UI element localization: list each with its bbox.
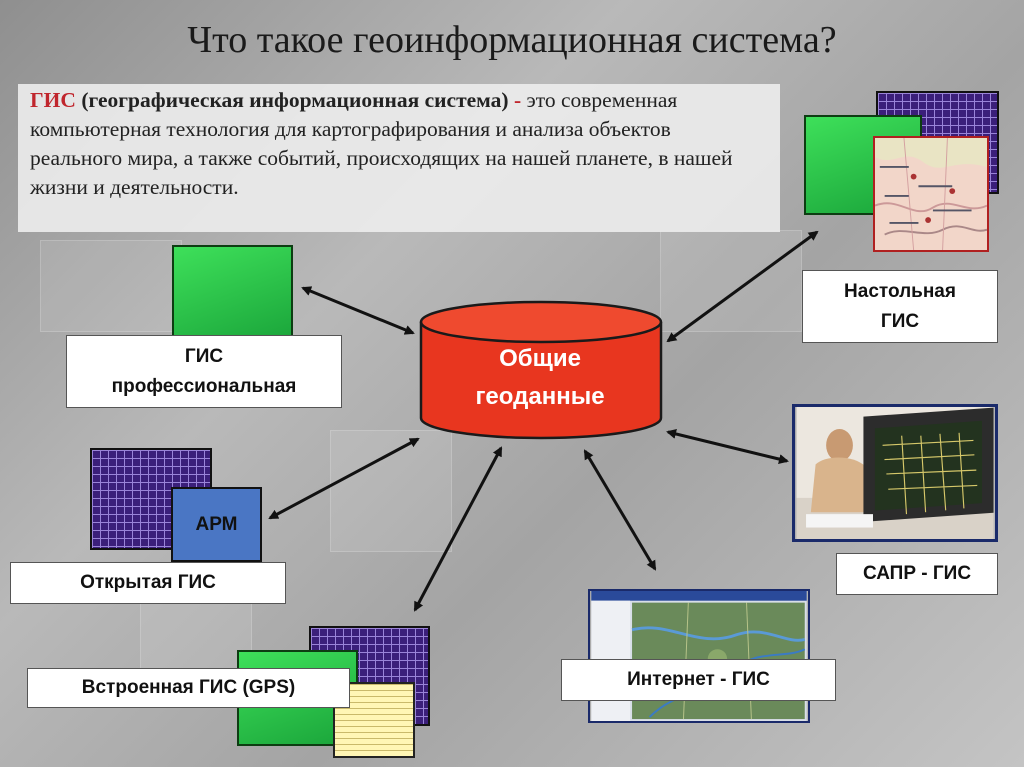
node-cad-gis: САПР - ГИС [836, 553, 998, 595]
definition-box: ГИС (географическая информационная систе… [18, 84, 780, 232]
node-cad-label: САПР - ГИС [862, 563, 972, 584]
node-desktop-gis: Настольная ГИС [802, 270, 998, 343]
arrow-embedded [413, 446, 503, 612]
node-embedded-label: Встроенная ГИС (GPS) [81, 677, 296, 698]
database-cylinder [419, 300, 663, 440]
arm-box: АРМ [171, 487, 262, 562]
node-open-gis: Открытая ГИС [10, 562, 286, 604]
map-image [873, 136, 989, 252]
arrow-internet [583, 449, 657, 571]
definition-dash: - [508, 88, 527, 112]
internet-screenshot [588, 589, 810, 723]
background-shape [40, 240, 182, 332]
node-professional-gis: ГИС профессиональная [66, 335, 342, 408]
arrow-desktop [666, 230, 819, 343]
green-square [172, 245, 293, 345]
arm-label: АРМ [195, 513, 238, 535]
arrow-professional [301, 286, 415, 335]
node-open-label: Открытая ГИС [80, 572, 216, 593]
center-label-line2: геоданные [475, 383, 605, 410]
node-desktop-line1: Настольная [844, 280, 956, 302]
node-professional-line2: профессиональная [111, 375, 297, 397]
definition-text: это современная компьютерная технология … [30, 88, 733, 199]
node-internet-gis: Интернет - ГИС [561, 659, 836, 701]
cad-photo [792, 404, 998, 542]
definition-expansion: (географическая информационная система) [81, 88, 509, 112]
definition-term: ГИС [30, 88, 76, 112]
arrow-open [268, 437, 420, 520]
node-desktop-line2: ГИС [880, 310, 920, 332]
node-embedded-gis: Встроенная ГИС (GPS) [27, 668, 350, 708]
center-label-line1: Общие [499, 345, 581, 372]
slide-title: Что такое геоинформационная система? [187, 19, 837, 61]
node-professional-line1: ГИС [184, 345, 224, 367]
arrow-cad [666, 429, 789, 464]
node-internet-label: Интернет - ГИС [627, 669, 770, 690]
center-label: Общие геоданные [422, 340, 658, 416]
